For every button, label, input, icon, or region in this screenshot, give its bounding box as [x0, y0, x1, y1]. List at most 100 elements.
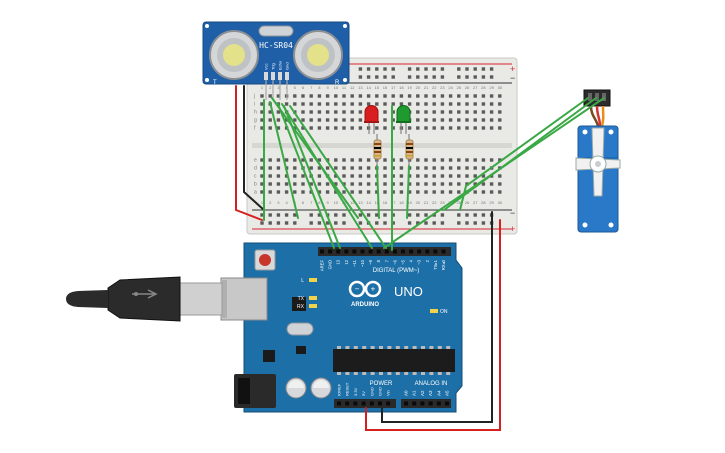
breadboard-hole[interactable]	[391, 94, 395, 98]
breadboard-hole[interactable]	[391, 110, 395, 114]
rail-hole[interactable]	[432, 213, 436, 217]
breadboard-hole[interactable]	[366, 182, 371, 186]
rail-hole[interactable]	[358, 221, 363, 225]
breadboard-hole[interactable]	[309, 158, 313, 162]
breadboard-hole[interactable]	[440, 166, 445, 170]
breadboard-hole[interactable]	[481, 102, 486, 106]
rail-hole[interactable]	[260, 221, 264, 225]
rail-hole[interactable]	[391, 67, 395, 71]
breadboard-hole[interactable]	[465, 94, 469, 98]
breadboard-hole[interactable]	[276, 166, 281, 170]
breadboard-hole[interactable]	[440, 182, 445, 186]
reset-button[interactable]	[254, 249, 276, 271]
rail-hole[interactable]	[440, 75, 445, 79]
breadboard-hole[interactable]	[407, 126, 412, 130]
breadboard-hole[interactable]	[366, 158, 371, 162]
breadboard-hole[interactable]	[432, 166, 436, 170]
analog-pin[interactable]	[445, 401, 449, 406]
breadboard-hole[interactable]	[317, 102, 322, 106]
breadboard-hole[interactable]	[301, 102, 305, 106]
breadboard-hole[interactable]	[334, 190, 338, 194]
breadboard-hole[interactable]	[350, 102, 354, 106]
breadboard-hole[interactable]	[489, 158, 494, 162]
breadboard-hole[interactable]	[325, 102, 330, 106]
resistor-green-led[interactable]	[405, 134, 414, 166]
rail-hole[interactable]	[366, 75, 371, 79]
breadboard-hole[interactable]	[293, 174, 297, 178]
breadboard-hole[interactable]	[481, 94, 486, 98]
breadboard-hole[interactable]	[375, 190, 379, 194]
breadboard-hole[interactable]	[342, 158, 346, 162]
breadboard-hole[interactable]	[481, 182, 486, 186]
breadboard-hole[interactable]	[325, 190, 330, 194]
breadboard-hole[interactable]	[440, 94, 445, 98]
breadboard-hole[interactable]	[293, 190, 297, 194]
breadboard-hole[interactable]	[301, 118, 305, 122]
breadboard-hole[interactable]	[457, 102, 461, 106]
breadboard-hole[interactable]	[260, 158, 264, 162]
breadboard-hole[interactable]	[301, 110, 305, 114]
breadboard-hole[interactable]	[293, 166, 297, 170]
breadboard-hole[interactable]	[407, 190, 412, 194]
breadboard-hole[interactable]	[448, 110, 453, 114]
breadboard-hole[interactable]	[416, 174, 420, 178]
breadboard-hole[interactable]	[489, 126, 494, 130]
analog-pin[interactable]	[420, 401, 425, 406]
breadboard-hole[interactable]	[268, 94, 272, 98]
breadboard-hole[interactable]	[276, 190, 281, 194]
rail-hole[interactable]	[325, 221, 330, 225]
rail-hole[interactable]	[407, 213, 412, 217]
rail-hole[interactable]	[440, 221, 445, 225]
breadboard-hole[interactable]	[309, 102, 313, 106]
power-pin[interactable]	[337, 401, 341, 406]
breadboard-hole[interactable]	[383, 190, 387, 194]
breadboard-hole[interactable]	[424, 158, 428, 162]
digital-pin[interactable]	[336, 249, 341, 254]
breadboard-hole[interactable]	[383, 182, 387, 186]
rail-hole[interactable]	[293, 221, 297, 225]
breadboard-hole[interactable]	[334, 102, 338, 106]
breadboard-hole[interactable]	[358, 182, 363, 186]
breadboard-hole[interactable]	[399, 158, 404, 162]
rail-hole[interactable]	[375, 67, 379, 71]
breadboard-hole[interactable]	[498, 118, 502, 122]
rail-hole[interactable]	[358, 213, 363, 217]
breadboard-hole[interactable]	[416, 126, 420, 130]
rail-hole[interactable]	[457, 75, 461, 79]
breadboard-hole[interactable]	[260, 126, 264, 130]
digital-pin[interactable]	[376, 249, 381, 254]
digital-pin[interactable]	[368, 249, 373, 254]
rail-hole[interactable]	[391, 75, 395, 79]
breadboard-hole[interactable]	[457, 94, 461, 98]
rail-hole[interactable]	[457, 213, 461, 217]
breadboard-hole[interactable]	[498, 102, 502, 106]
breadboard-hole[interactable]	[383, 94, 387, 98]
rail-hole[interactable]	[334, 213, 338, 217]
rail-hole[interactable]	[317, 213, 322, 217]
breadboard-hole[interactable]	[489, 118, 494, 122]
breadboard-hole[interactable]	[498, 126, 502, 130]
rail-hole[interactable]	[440, 213, 445, 217]
breadboard-hole[interactable]	[309, 94, 313, 98]
breadboard-hole[interactable]	[342, 110, 346, 114]
breadboard-hole[interactable]	[383, 158, 387, 162]
digital-pin[interactable]	[425, 249, 430, 254]
breadboard-hole[interactable]	[391, 174, 395, 178]
breadboard-hole[interactable]	[366, 174, 371, 178]
rail-hole[interactable]	[334, 221, 338, 225]
rail-hole[interactable]	[284, 221, 289, 225]
breadboard-hole[interactable]	[260, 174, 264, 178]
rail-hole[interactable]	[383, 75, 387, 79]
breadboard-hole[interactable]	[473, 190, 477, 194]
breadboard-hole[interactable]	[465, 126, 469, 130]
breadboard-hole[interactable]	[440, 158, 445, 162]
digital-pin[interactable]	[433, 249, 438, 254]
rail-hole[interactable]	[424, 75, 428, 79]
breadboard-hole[interactable]	[448, 190, 453, 194]
breadboard-hole[interactable]	[334, 126, 338, 130]
breadboard-hole[interactable]	[448, 174, 453, 178]
breadboard-hole[interactable]	[350, 166, 354, 170]
rail-hole[interactable]	[383, 221, 387, 225]
breadboard-hole[interactable]	[301, 174, 305, 178]
breadboard-hole[interactable]	[317, 182, 322, 186]
